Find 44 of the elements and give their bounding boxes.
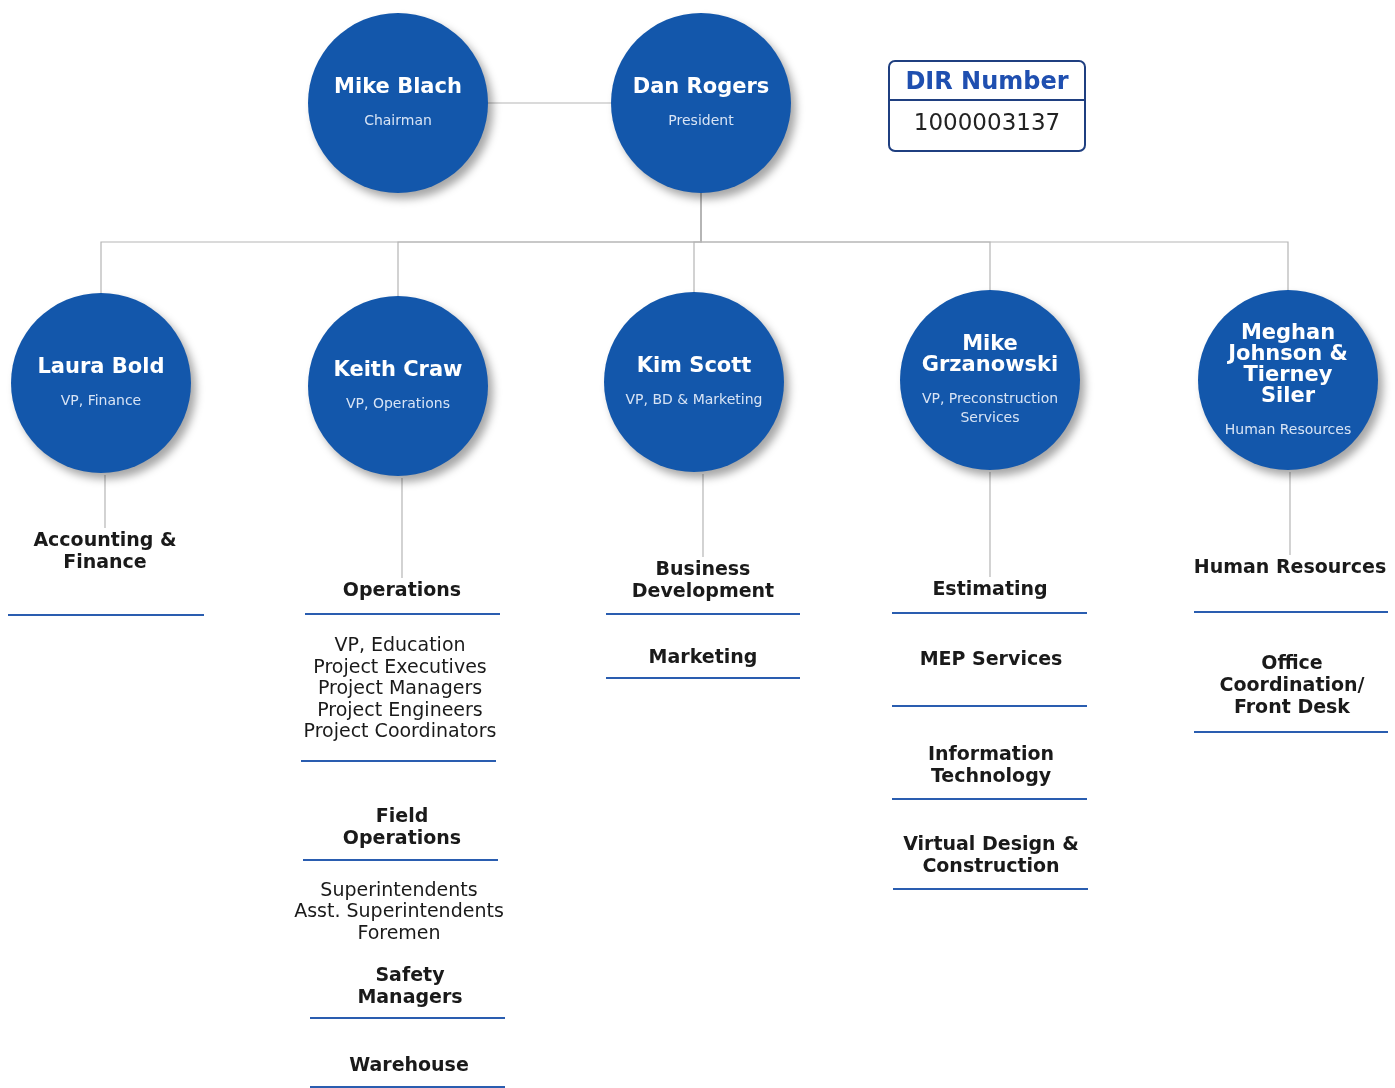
job-title: President [668,111,734,130]
role-text: Foremen [356,922,442,944]
person-name: Meghan Johnson & Tierney Siler [1226,321,1349,406]
connector-line [1289,471,1291,556]
department-heading: Accounting & Finance [5,528,205,572]
job-title: VP, Preconstruction Services [920,389,1060,427]
person-name: Mike Grzanowski [920,333,1060,375]
role-text: Asst. Superintendents [293,900,505,922]
role-text: Project Executives [312,656,488,678]
connector-line [487,102,612,104]
department-heading: MEP Services [918,647,1064,669]
person-name: Kim Scott [636,355,752,376]
role-text: VP, Education [333,634,467,656]
department-heading: Office Coordination/ Front Desk [1218,651,1366,717]
connector-line [401,477,403,579]
department-heading: Information Technology [926,742,1056,786]
department-heading: Warehouse [348,1053,470,1075]
person-name: Mike Blach [334,76,462,97]
id-number: 1000003137 [912,108,1062,137]
department-heading: Field Operations [341,804,463,848]
department-heading: Estimating [890,577,1090,599]
job-title: VP, BD & Marketing [625,390,763,409]
person-name: Keith Craw [333,359,463,380]
department-heading: Business Development [603,557,803,601]
role-text: Project Coordinators [302,720,498,742]
connector-line [702,473,704,558]
department-heading: Safety Managers [356,963,464,1007]
connector-line [104,474,106,529]
job-title: Human Resources [1224,419,1352,439]
department-heading: Virtual Design & Construction [902,832,1080,876]
job-title: Chairman [364,111,432,130]
box-heading: DIR Number [890,62,1084,101]
department-heading: Marketing [647,645,759,667]
info-box [888,60,1086,152]
person-name: Dan Rogers [632,76,770,97]
department-heading: Human Resources [1190,555,1390,577]
person-name: Laura Bold [37,356,165,377]
job-title: VP, Finance [60,391,142,410]
job-title: VP, Operations [346,394,450,413]
department-heading: Operations [302,578,502,600]
role-text: Project Engineers [316,699,484,721]
role-text: Superintendents [319,879,479,901]
role-text: Project Managers [317,677,484,699]
connector-line [989,471,991,578]
